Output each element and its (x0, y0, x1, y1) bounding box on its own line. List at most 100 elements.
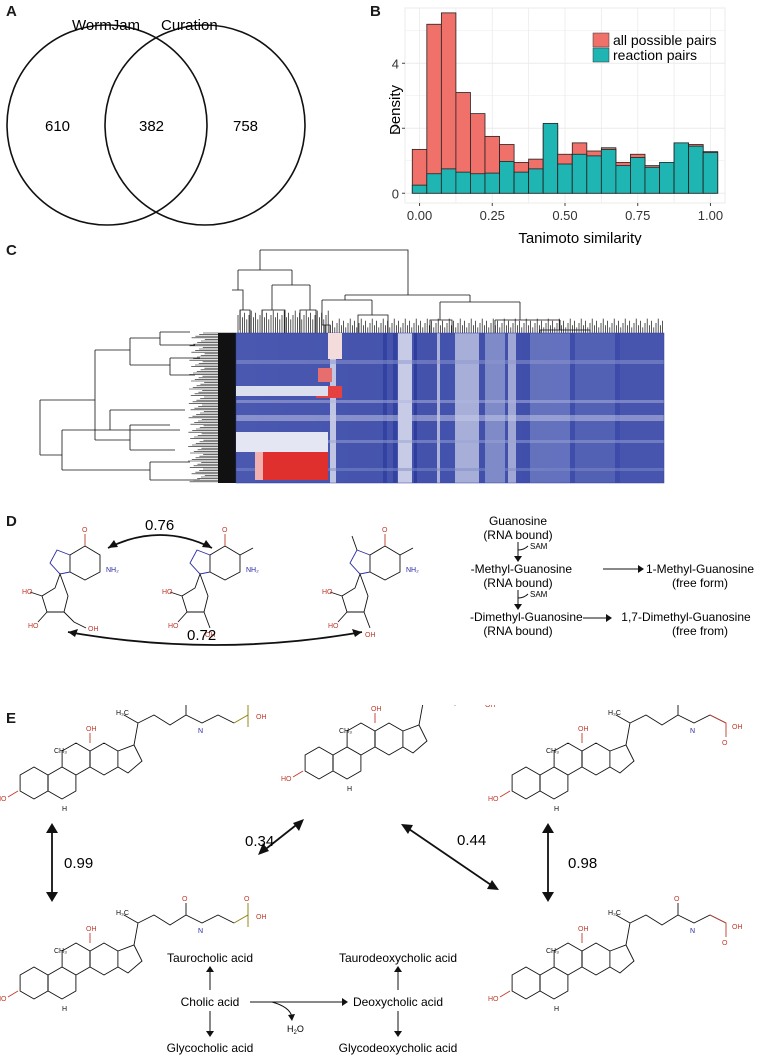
x-tick-label: 0.00 (407, 208, 432, 223)
pathway-guanosine-sub: (RNA bound) (483, 528, 552, 542)
bar-reaction-pairs (542, 122, 559, 194)
clustered-heatmap (39, 249, 665, 484)
atom-label: CH₃ (546, 948, 559, 955)
bar-reaction-pairs (600, 148, 617, 194)
pathway-dimethyl-guanosine: 1,7-Dimethyl-Guanosine (470, 610, 583, 624)
atom-oh: OH (205, 632, 216, 639)
atom-label: H (62, 806, 67, 813)
atom-oh: OH (88, 626, 99, 633)
atom-label: HO (488, 796, 499, 803)
similarity-arc-bottom (67, 631, 363, 646)
y-axis-label: Density (387, 84, 404, 135)
bar-reaction-pairs (440, 168, 457, 194)
venn-left-circle (6, 24, 208, 226)
atom-label: OH (371, 706, 382, 713)
pathway-glycodeoxycholic: Glycodeoxycholic acid (339, 1041, 458, 1055)
atom-label: H₃C (608, 710, 621, 717)
atom-label: OH (578, 726, 589, 733)
bile-acid-structure (499, 705, 727, 800)
atom-ho: HO (162, 589, 173, 596)
atom-o: O (222, 527, 228, 534)
atom-label: OH (86, 726, 97, 733)
pathway-methyl-guanosine-sub: (RNA bound) (483, 576, 552, 590)
legend-swatch-all-pairs (592, 32, 610, 48)
bar-all-pairs (440, 12, 457, 194)
pathway-methyl-guanosine-free-sub: (free form) (672, 576, 728, 590)
atom-label: CH₃ (546, 748, 559, 755)
bar-reaction-pairs (673, 142, 690, 194)
atom-oh: OH (365, 632, 376, 639)
atom-label: H (347, 786, 352, 793)
legend-label-reaction-pairs: reaction pairs (613, 47, 697, 63)
atom-label: O (722, 940, 728, 947)
atom-ho: HO (22, 589, 33, 596)
atom-label: O (244, 896, 250, 903)
y-tick-label: 2 (392, 121, 399, 136)
bar-reaction-pairs (484, 172, 500, 194)
bar-reaction-pairs (513, 171, 530, 194)
pathway-water: H2O (287, 1024, 304, 1036)
pathway-sam-2: SAM (530, 590, 548, 599)
atom-nh2: NH₂ (246, 567, 259, 574)
venn-right-label: Curation (161, 17, 218, 34)
atom-label: OH (732, 724, 743, 731)
atom-ho: HO (28, 623, 39, 630)
bar-reaction-pairs (499, 160, 515, 194)
similarity-center-left: 0.34 (245, 833, 274, 850)
atom-label: H₃C (608, 910, 621, 917)
atom-label: OH (86, 926, 97, 933)
venn-right-circle (104, 24, 306, 226)
atom-label: H (554, 1006, 559, 1013)
legend-label-all-pairs: all possible pairs (613, 32, 717, 48)
bar-reaction-pairs (688, 145, 704, 194)
pathway-cholic: Cholic acid (181, 995, 240, 1009)
methyl-guanosine-structure (169, 534, 254, 629)
x-tick-label: 0.50 (552, 208, 577, 223)
similarity-arc-top (107, 534, 213, 549)
row-dendrogram (39, 331, 200, 481)
atom-label: H₃C (116, 910, 129, 917)
pathway-taurodeoxycholic: Taurodeoxycholic acid (339, 951, 457, 965)
bar-reaction-pairs (615, 165, 631, 194)
bile-acid-structure (292, 705, 456, 780)
legend: all possible pairs reaction pairs (592, 32, 717, 63)
atom-label: N (198, 928, 203, 935)
atom-nh2: NH₂ (406, 567, 419, 574)
venn-diagram: WormJam Curation 610 382 758 (6, 17, 306, 226)
bile-acid-structure (7, 705, 249, 800)
atom-label: O (674, 896, 680, 903)
pathway-taurocholic: Taurocholic acid (167, 951, 253, 965)
bar-reaction-pairs (528, 168, 544, 194)
venn-left-label: WormJam (72, 17, 140, 34)
similarity-center-right: 0.44 (457, 832, 486, 849)
bile-acid-structure (7, 903, 249, 1000)
atom-label: O (182, 896, 188, 903)
bar-reaction-pairs (411, 184, 428, 194)
heatmap-red-block (262, 452, 328, 480)
x-axis-label: Tanimoto similarity (518, 230, 642, 245)
similarity-arrow-center-left (261, 821, 301, 853)
panel-e-bile-acids: OHHOH₃CCH₃HONOOHOHHOH₃CCH₃HOOHOHHOH₃CCH₃… (0, 705, 743, 1055)
pathway-deoxycholic: Deoxycholic acid (353, 995, 443, 1009)
atom-label: HO (0, 796, 7, 803)
similarity-bottom: 0.72 (187, 627, 216, 644)
pathway-methyl-guanosine-free: 1-Methyl-Guanosine (646, 562, 754, 576)
bar-reaction-pairs (644, 166, 660, 194)
bar-reaction-pairs (659, 161, 675, 194)
atom-nh2: NH₂ (106, 567, 119, 574)
panel-label-a: A (6, 3, 17, 20)
bar-reaction-pairs (455, 171, 471, 194)
venn-left-only: 610 (45, 118, 70, 135)
panel-d-molecules: O NH₂ HO HO OH O NH₂ HO HO OH O NH₂ HO H… (22, 517, 419, 646)
bar-reaction-pairs (702, 152, 719, 194)
similarity-arrow-center-right (405, 826, 495, 888)
pathway-methyl-guanosine: 1-Methyl-Guanosine (470, 562, 572, 576)
y-tick-label: 0 (392, 186, 399, 201)
heatmap-matrix (235, 332, 665, 484)
panel-label-c: C (6, 242, 17, 259)
atom-o: O (82, 527, 88, 534)
pathway-guanosine: Guanosine (489, 514, 547, 528)
atom-label: OH (732, 924, 743, 931)
y-tick-label: 4 (392, 56, 399, 71)
atom-label: OH (578, 926, 589, 933)
